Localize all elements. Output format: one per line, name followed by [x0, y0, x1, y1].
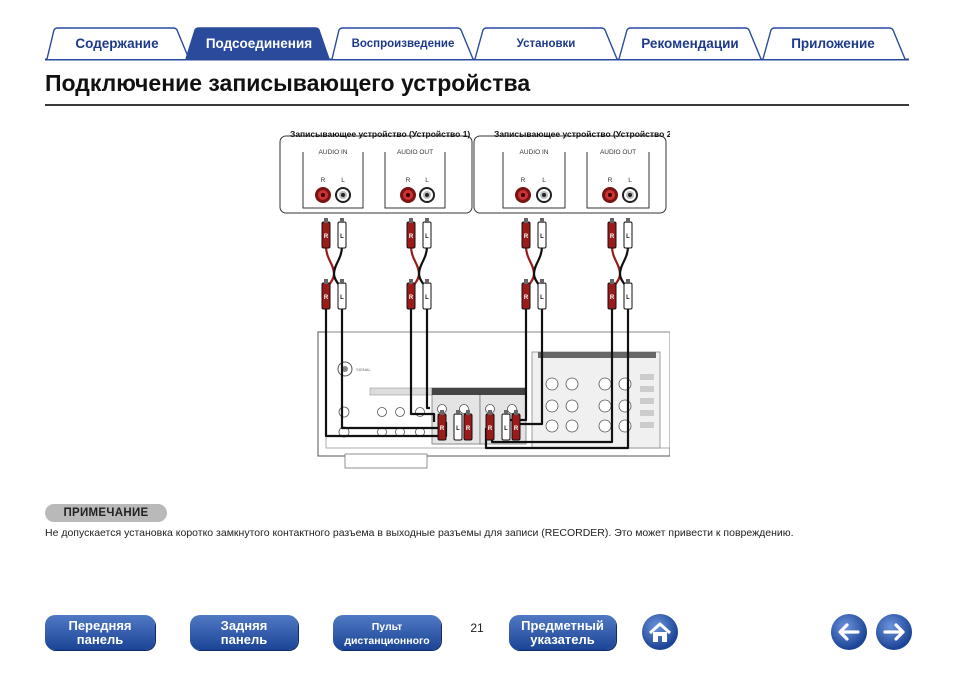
back-button[interactable] — [831, 614, 867, 650]
svg-text:L: L — [341, 177, 345, 184]
svg-text:AUDIO OUT: AUDIO OUT — [600, 149, 636, 156]
svg-text:R: R — [321, 177, 326, 184]
connection-diagram-svg: R L Записывающее устройство (Устройство … — [279, 129, 674, 469]
page-title: Подключение записывающего устройства — [45, 70, 531, 96]
svg-text:AUDIO OUT: AUDIO OUT — [397, 149, 433, 156]
page-number: 21 — [470, 621, 484, 635]
rear-panel-line1: Задняя — [220, 618, 268, 633]
home-icon — [648, 622, 672, 642]
tab-appendix[interactable]: Приложение — [791, 36, 875, 51]
front-panel-line2: панель — [76, 632, 124, 647]
home-button[interactable] — [642, 614, 678, 650]
top-tab-bar: Содержание Подсоединения Воспроизведение… — [45, 27, 909, 61]
remote-line2: управления — [355, 649, 419, 661]
tab-contents[interactable]: Содержание — [75, 36, 159, 51]
svg-text:R: R — [608, 177, 613, 184]
svg-text:L: L — [628, 177, 632, 184]
device2-audio-in: AUDIO IN R L — [502, 149, 566, 209]
front-panel-line1: Передняя — [68, 618, 132, 633]
device2-audio-out: AUDIO OUT R L — [586, 149, 650, 209]
tab-playback[interactable]: Воспроизведение — [351, 38, 455, 50]
remote-control-button[interactable]: Пульт дистанционного управления — [333, 615, 441, 661]
device1-label: Записывающее устройство (Устройство 1) — [290, 129, 470, 139]
index-line2: указатель — [530, 632, 595, 647]
svg-text:SIGNAL: SIGNAL — [356, 367, 371, 372]
forward-button[interactable] — [876, 614, 912, 650]
arrow-left-icon — [838, 623, 860, 641]
title-divider — [45, 104, 909, 106]
arrow-right-icon — [883, 623, 905, 641]
rear-panel-button[interactable]: Задняя панель — [190, 615, 298, 650]
device2-label: Записывающее устройство (Устройство 2) — [494, 129, 670, 139]
svg-text:L: L — [542, 177, 546, 184]
tab-connections[interactable]: Подсоединения — [205, 36, 313, 51]
index-line1: Предметный — [521, 618, 604, 633]
svg-text:AUDIO IN: AUDIO IN — [520, 149, 549, 156]
svg-text:R: R — [406, 177, 411, 184]
device1-audio-in: AUDIO IN R L — [302, 149, 364, 209]
index-button[interactable]: Предметный указатель — [509, 615, 616, 650]
rear-panel-line2: панель — [220, 632, 268, 647]
svg-text:AUDIO IN: AUDIO IN — [319, 149, 348, 156]
note-text: Не допускается установка коротко замкнут… — [45, 527, 794, 539]
remote-line1: Пульт дистанционного — [344, 621, 430, 647]
front-panel-button[interactable]: Передняя панель — [45, 615, 155, 650]
tab-tips[interactable]: Рекомендации — [641, 36, 739, 51]
note-badge: ПРИМЕЧАНИЕ — [45, 504, 167, 522]
tab-shapes — [45, 27, 909, 61]
rca-cables — [324, 245, 630, 297]
connection-diagram: R L Записывающее устройство (Устройство … — [270, 124, 674, 474]
tab-settings[interactable]: Установки — [516, 38, 576, 50]
svg-text:L: L — [425, 177, 429, 184]
svg-text:R: R — [521, 177, 526, 184]
device1-audio-out: AUDIO OUT R L — [384, 149, 446, 209]
